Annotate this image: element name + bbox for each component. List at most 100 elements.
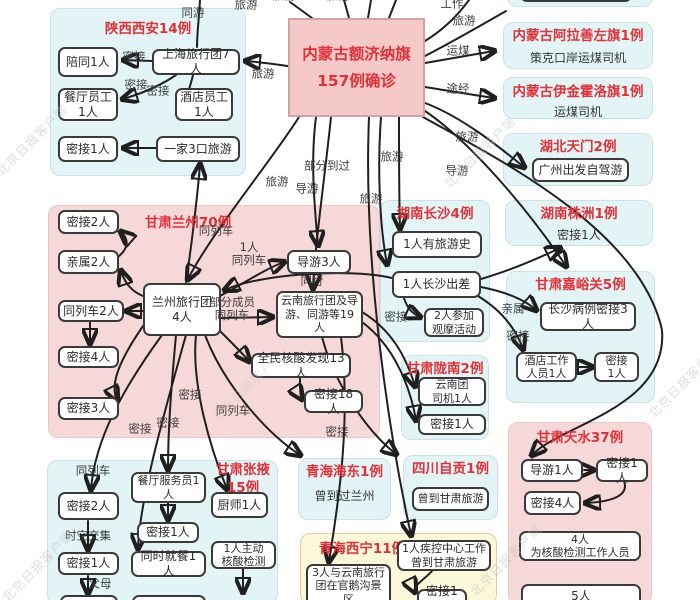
edge-label-mijie: 密接 xyxy=(325,424,349,439)
region-hunan-zhuzhou xyxy=(505,200,653,246)
edge-label-tongliche: 同列车 xyxy=(215,403,251,418)
subtitle-alashan: 策克口岸运煤司机 xyxy=(529,51,626,65)
node-zhangye-jiucan: 同时就餐1人 xyxy=(131,549,206,578)
node-xian-peitong: 陪同1人 xyxy=(58,47,118,77)
node-xian-mijie1: 密接1人 xyxy=(58,136,118,162)
title-gansu-jiayuguan: 甘肃嘉峪关5例 xyxy=(535,277,626,293)
edge-label-bufenchengyuan: 部分成员 同列车 xyxy=(209,294,255,322)
edge-label-yunmei: 运煤 xyxy=(446,43,470,58)
node-xian-family3: 一家3口旅游 xyxy=(156,136,240,162)
central-node-ejina: 内蒙古额济纳旗 157例确诊 xyxy=(288,18,425,117)
title-qinghai-haidong: 青海海东1例 xyxy=(306,464,383,480)
node-lanzhou-daoyou3: 导游3人 xyxy=(287,250,351,274)
node-jiayuguan-changsha3: 长沙病例密接3人 xyxy=(540,302,636,331)
edge-label-mijie: 密接 xyxy=(156,415,180,430)
edge-label-lvyou: 旅游 xyxy=(455,129,479,144)
subtitle-haidong: 曾到过兰州 xyxy=(314,489,375,503)
edge-label-lvyou: 旅游 xyxy=(265,174,289,189)
node-xining-cdc-worker: 1人疾控中心工作 曾到甘肃旅游 xyxy=(397,540,491,571)
node-lanzhou-qinshu2: 亲属2人 xyxy=(58,250,119,274)
node-tianshui-daoyou1: 导游1人 xyxy=(521,459,583,482)
node-jiayuguan-mijie1: 密接 1人 xyxy=(594,352,639,382)
edge-label-lvyou: 旅游 xyxy=(452,13,476,28)
node-tianmen-guangzhou-roadtrip: 广州出发自驾游 xyxy=(532,158,629,182)
edge-label-shikongjiaoji: 时空交集 xyxy=(65,528,111,543)
edge-label-tongyou: 同游 xyxy=(181,5,205,20)
region-alashan xyxy=(503,22,653,69)
edge-label-tongxing: 同行 xyxy=(300,273,324,288)
title-hunan-zhuzhou: 湖南株洲1例 xyxy=(540,206,618,222)
node-zhangye-cutoff2 xyxy=(132,595,206,600)
central-title-line2: 157例确诊 xyxy=(317,71,396,90)
edge-label-1ren-tongliche: 1人 同列车 xyxy=(231,239,267,267)
title-hubei-tianmen: 湖北天门2例 xyxy=(539,139,617,155)
edge-label-bufendaoguo: 部分到过 xyxy=(304,158,350,173)
edge-label-lvyou: 旅游 xyxy=(380,149,404,164)
node-zhangye-waiter: 餐厅服务员1 人 xyxy=(131,472,206,503)
node-top-right-cutoff xyxy=(520,0,632,2)
node-xian-restaurant-staff: 餐厅员工 1人 xyxy=(58,88,118,121)
node-xining-mijie1: 密接1人 xyxy=(417,584,467,600)
edge-label-daoyou: 导游 xyxy=(295,181,319,196)
edge-label-lvyou: 旅游 xyxy=(273,0,296,3)
node-changsha-guanmo: 2人参加 观摩活动 xyxy=(424,308,484,337)
title-gansu-tianshui: 甘肃天水37例 xyxy=(536,430,624,446)
node-xining-yunnan3: 3人与云南旅行 团在官鹅沟景区 xyxy=(306,564,391,600)
node-lanzhou-tour-group: 兰州旅行团 4人 xyxy=(143,283,221,336)
node-xian-hotel-staff: 酒店员工 1人 xyxy=(175,88,233,121)
edge-label-tujing: 途经 xyxy=(446,81,470,96)
node-zhangye-mijie2: 密接2人 xyxy=(58,492,119,520)
edge-label-lvyou: 旅游 xyxy=(359,191,383,206)
node-lanzhou-mijie2: 密接2人 xyxy=(58,210,119,234)
subtitle-yijinhuoluo: 运煤司机 xyxy=(553,105,602,119)
node-lanzhou-yunnan19: 云南旅行团及导 游、同游等19人 xyxy=(276,291,363,338)
node-shanghai-tour-group: 上海旅行团7人 xyxy=(152,47,240,76)
node-jiayuguan-hotel-staff: 酒店工作 人员1人 xyxy=(516,352,577,382)
title-gansu-lanzhou: 甘肃兰州70例 xyxy=(144,215,232,231)
node-lanzhou-hesuan13: 全民核酸发现13人 xyxy=(251,351,351,380)
edge-label-tongliche: 同列车 xyxy=(198,223,234,238)
node-tianshui-mijie4: 密接4人 xyxy=(524,491,581,515)
node-zigong-gansu-travel: 曾到甘肃旅游 xyxy=(412,487,489,511)
node-tianshui-mijie1: 密接1人 xyxy=(596,456,648,485)
node-tianshui-wuren: 5人 xyxy=(521,584,641,600)
title-yijinhuoluo: 内蒙古伊金霍洛旗1例 xyxy=(512,84,644,100)
title-sichuan-zigong: 四川自贡1例 xyxy=(412,461,489,477)
central-title-line1: 内蒙古额济纳旗 xyxy=(302,45,411,64)
node-zhangye-cutoff1 xyxy=(60,595,118,600)
region-yijinhuoluo xyxy=(503,77,653,119)
node-changsha-travel-history: 1人有旅游史 xyxy=(392,231,482,258)
edge-label-fumu: 父母 xyxy=(88,576,112,591)
node-longnan-driver: 云南团 司机1人 xyxy=(418,377,486,406)
node-zhangye-chef: 厨师1人 xyxy=(211,492,268,518)
edge-label-lvyou: 旅游 xyxy=(327,0,350,3)
node-zhangye-zhudong: 1人主动 核酸检测 xyxy=(211,541,276,569)
edge-label-mijie: 密接 xyxy=(506,328,530,343)
node-tianshui-hesuan4: 4人 为核酸检测工作人员 xyxy=(519,531,641,561)
node-changsha-business-trip: 1人长沙出差 xyxy=(392,271,481,298)
node-lanzhou-mijie18: 密接18人 xyxy=(304,387,363,416)
edge-label-mijie: 密接 xyxy=(128,421,152,436)
edge-label-tongliche: 同列车 xyxy=(75,463,111,478)
title-hunan-changsha: 湖南长沙4例 xyxy=(396,206,474,222)
node-lanzhou-mijie3: 密接3人 xyxy=(58,397,119,420)
edge-label-lvyou: 旅游 xyxy=(251,66,275,81)
edge-label-mijie: 密接 xyxy=(384,309,408,324)
node-longnan-mijie1: 密接1人 xyxy=(418,414,486,435)
edge-label-gongzuo: 工作 xyxy=(440,0,464,11)
edge-label-mijie: 密接 xyxy=(122,49,146,64)
node-zhangye-mijie1b: 密接1人 xyxy=(137,522,199,543)
subtitle-zhuzhou-mijie1: 密接1人 xyxy=(557,228,601,242)
node-lanzhou-tongliche2: 同列车2人 xyxy=(58,300,124,322)
title-alashan: 内蒙古阿拉善左旗1例 xyxy=(512,28,644,44)
title-shaanxi-xian: 陕西西安14例 xyxy=(104,21,192,37)
edge-label-lvyou: 旅游 xyxy=(234,0,258,12)
edge-label-mijie: 密接 xyxy=(124,77,148,92)
edge-label-daoyou: 导游 xyxy=(445,163,469,178)
edge-label-mijie: 密接 xyxy=(178,387,202,402)
node-zhangye-mijie1a: 密接1人 xyxy=(58,552,119,575)
title-gansu-longnan: 甘肃陇南2例 xyxy=(406,361,484,377)
region-qinghai-haidong xyxy=(298,458,391,520)
edge-label-mijie: 密接 xyxy=(146,83,170,98)
